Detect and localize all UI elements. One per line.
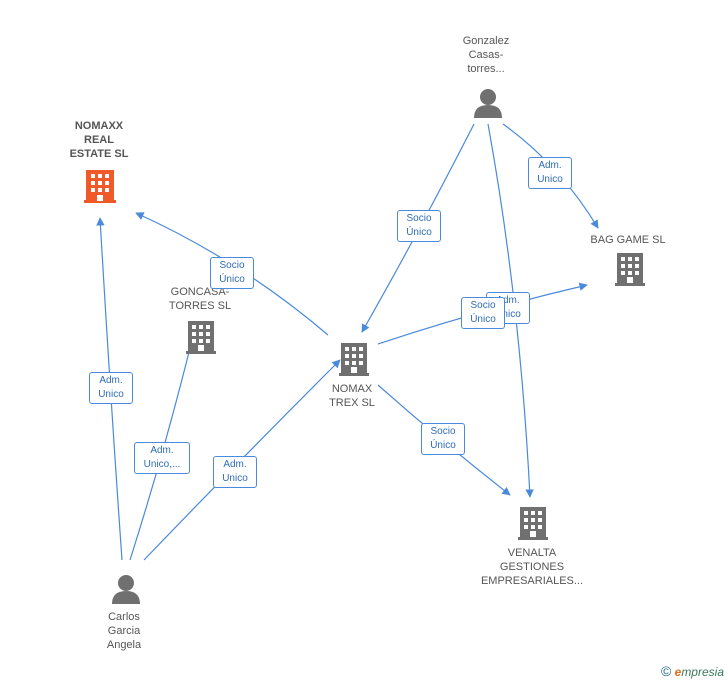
node-label-carlos-garcia-angela: Carlos Garcia Angela [106,611,142,651]
node-label-venalta: VENALTA GESTIONES EMPRESARIALES... [480,547,584,587]
node-label-goncasa-torres: GONCASA- TORRES SL [168,286,232,312]
node-label-gonzalez-casas-torres: Gonzalez Casas- torres... [462,35,510,75]
edge-label-gonzalez-to-bag-game[interactable]: Adm. Unico [528,157,572,189]
brand-logo: © empresia [661,663,724,679]
building-icon [339,343,369,376]
building-icon [84,170,116,203]
node-label-nomax-trex: NOMAX TREX SL [329,383,375,409]
brand-initial: e [674,665,682,679]
person-icon [112,575,140,604]
copyright-symbol: © [660,663,672,679]
person-icon [474,89,502,118]
edge-label-nomax-to-venalta[interactable]: Socio Único [421,423,465,455]
edge-label-gonzalez-to-nomax[interactable]: Socio Único [397,210,441,242]
node-label-bag-game: BAG GAME SL [590,234,666,246]
brand-name: mpresia [681,665,724,679]
edge-label-nomax-to-nomaxx[interactable]: Socio Único [210,257,254,289]
building-icon [518,507,548,540]
building-icon [186,321,216,354]
edge-label-carlos-to-goncasa[interactable]: Adm. Unico,... [134,442,190,474]
building-icon [615,253,645,286]
edge-label-nomax-to-bag-game[interactable]: Socio Único [461,297,505,329]
edge-label-carlos-to-nomaxx[interactable]: Adm. Unico [89,372,133,404]
edge-label-carlos-to-nomax[interactable]: Adm. Unico [213,456,257,488]
node-label-nomaxx-real-estate: NOMAXX REAL ESTATE SL [69,120,129,160]
